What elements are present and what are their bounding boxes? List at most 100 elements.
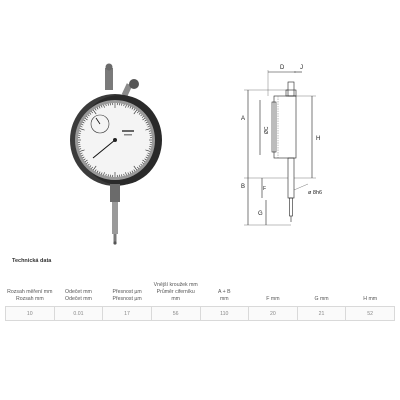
dial-tick [141,162,144,164]
dial-tick [80,152,83,154]
dial-tick [147,126,150,128]
dial-tick [137,111,139,114]
gauge-stem-collar [110,184,120,202]
drawing-spindle [289,197,293,217]
technical-drawing: D J A B G F ØC H ø 8h6 [241,65,322,226]
gauge-dial-ticks [78,103,152,177]
dial-tick [80,126,83,128]
drawing-top-block [285,89,297,97]
dial-tick [84,159,88,162]
dial-tick [144,119,147,122]
dial-tick [127,172,129,175]
drawing-top-lug [287,81,295,97]
dial-tick [140,114,143,117]
gauge-brand-mark [122,130,134,132]
gauge-contact-tip [113,241,117,245]
dial-tick [131,170,134,173]
spec-value-cell: 17 [102,306,152,321]
dial-tick [145,149,151,152]
label-j: J [300,65,303,71]
dial-tick [89,112,92,115]
label-a: A [241,116,245,122]
dial-tick [94,169,97,172]
label-h: H [316,136,320,142]
dial-tick [103,104,105,108]
gauge-top-rod [105,68,113,90]
spec-value-cell: 10 [5,306,55,321]
dial-tick [145,128,151,131]
spec-value-cell: 21 [296,306,347,321]
gauge-needle [92,139,116,159]
label-stem: ø 8h6 [308,190,322,196]
dial-tick [87,163,90,166]
spec-header-line: Průměr ciferníku mm [156,289,195,302]
dial-tick [79,128,85,131]
spec-header-cell: G mm [297,282,346,307]
spec-header-line: Vnější kroužek mm [153,282,198,288]
dial-tick [146,123,149,126]
spec-header-line: G mm [314,296,329,302]
label-g: G [258,211,263,217]
dial-tick [96,107,99,110]
spec-header-line: Přesnost µm [112,289,142,295]
dial-tick [86,116,89,118]
spec-header-line: H mm [363,296,378,302]
dial-tick [145,156,148,159]
dial-tick [82,156,85,159]
dial-tick [93,165,97,171]
dial-tick [81,123,84,126]
dial-tick [127,105,129,108]
dial-tick [131,107,134,110]
spec-header-line: Přesnost µm [112,296,142,302]
section-title: Technická data [12,258,52,264]
gauge-contact-point [113,234,117,242]
dial-tick [125,104,127,108]
dial-tick [137,166,139,169]
spec-header-line: Odečet mm [65,296,92,302]
dim-stem-leader [293,183,309,191]
gauge-top-cap [105,63,113,71]
spec-header-line: F mm [266,296,280,302]
dial-tick [84,118,88,121]
drawing-body [273,95,297,159]
label-c: ØC [264,126,270,134]
dial-tick [146,154,149,157]
dial-tick [91,166,93,169]
spec-header-line: A + B [218,289,231,295]
dial-tick [87,114,90,117]
spec-header-line: Odečet mm [65,289,92,295]
dial-tick [138,112,141,115]
spec-header-line: mm [219,296,229,302]
label-d: D [280,65,285,71]
dial-tick [81,154,84,157]
dial-tick [86,162,89,164]
dial-gauge-photo [70,63,162,245]
dial-tick [79,149,85,152]
label-f: F [263,186,266,192]
spec-value-cell: 52 [345,306,395,321]
dial-tick [142,118,146,121]
spec-header-line: Rozsah mm [15,296,44,302]
spec-value-cell: 110 [199,306,250,321]
dial-tick [94,108,97,111]
label-b: B [241,184,245,190]
dial-tick [133,108,136,111]
gauge-model-mark [124,134,132,136]
dial-tick [138,165,141,168]
dial-tick [101,105,103,108]
drawing-stem [287,157,295,199]
gauge-lever-knob [129,79,139,89]
spec-header-line: Rozsah měření mm [7,289,53,295]
gauge-small-needle [95,117,101,125]
spec-value-cell: 20 [248,306,298,321]
dial-tick [98,106,101,109]
dial-tick [142,159,146,162]
drawing-bezel-edge [271,101,277,153]
